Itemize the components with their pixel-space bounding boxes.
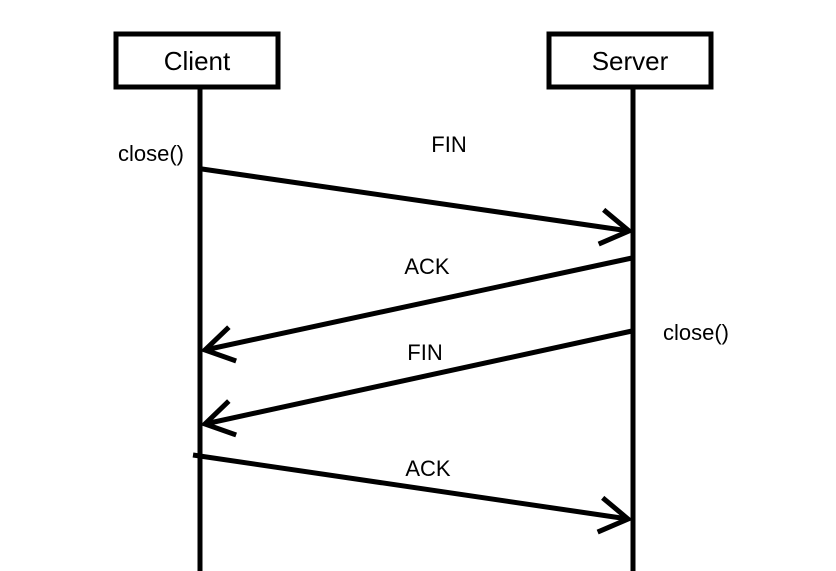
arrow-fin-server-to-client [200, 328, 633, 438]
label-fin-1: FIN [431, 132, 466, 157]
arrow-fin-client-to-server [201, 166, 634, 247]
label-ack-2: ACK [405, 456, 451, 481]
label-fin-2: FIN [407, 340, 442, 365]
annotation-close-client: close() [118, 141, 184, 166]
client-label: Client [164, 46, 231, 76]
annotation-close-server: close() [663, 320, 729, 345]
label-ack-1: ACK [404, 254, 450, 279]
arrow-ack-server-to-client [200, 255, 633, 364]
client-box [113, 31, 281, 90]
server-label: Server [592, 46, 669, 76]
server-box [546, 31, 714, 90]
arrow-ack-client-to-server [192, 452, 633, 535]
